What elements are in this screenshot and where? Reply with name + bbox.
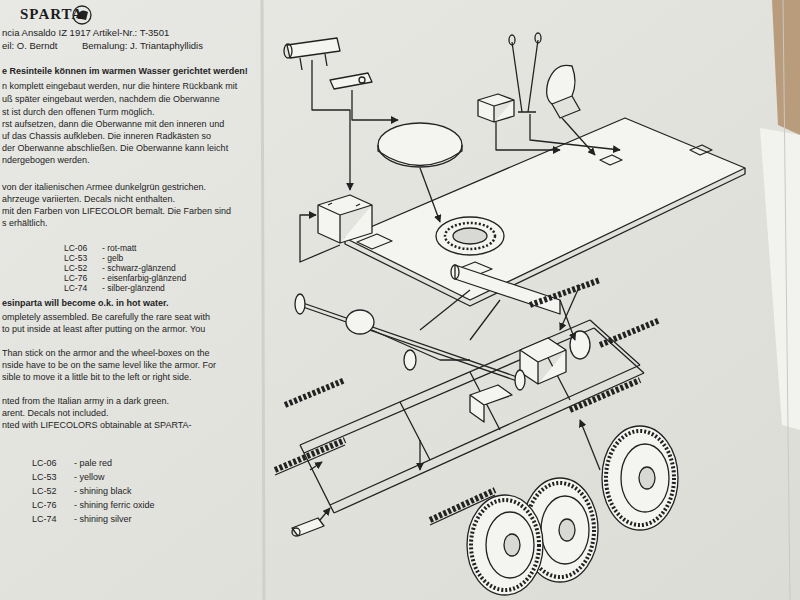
instruction-text: ndergebogen werden. <box>2 155 90 165</box>
instruction-text: der Oberwanne abschließen. Die Oberwanne… <box>2 143 228 153</box>
instruction-text: ompletely assembled. Be carefully the ra… <box>2 312 210 322</box>
color-code: LC-06 <box>64 244 87 254</box>
instruction-text: Than stick on the armor and the wheel-bo… <box>2 348 210 358</box>
instruction-text: arent. Decals not included. <box>2 408 109 418</box>
instruction-text: von der italienischen Armee dunkelgrün g… <box>2 182 206 192</box>
instruction-text: nted with LIFECOLORS obtainable at SPART… <box>2 420 192 430</box>
color-name: - shining black <box>74 486 132 496</box>
color-name: - yellow <box>74 472 105 482</box>
color-code: LC-52 <box>64 264 87 274</box>
instruction-text: uf das Chassis aufkleben. Die inneren Ra… <box>2 131 211 141</box>
instruction-text: s erhältlich. <box>2 218 48 228</box>
header-text: ncia Ansaldo IZ 1917 Artikel-Nr.: T-3501 <box>2 28 169 39</box>
instruction-text: mit den Farben von LIFECOLOR bemalt. Die… <box>2 206 231 216</box>
header-text: eil: O. Berndt <box>2 41 57 52</box>
color-code: LC-52 <box>32 486 57 496</box>
color-code: LC-53 <box>32 472 57 482</box>
color-code: LC-76 <box>64 274 87 284</box>
instruction-text: sible to move it a little bit to the lef… <box>2 372 192 382</box>
instruction-text: uß später eingebaut werden, nachdem die … <box>2 94 220 104</box>
instruction-text: ahrzeuge variierten. Decals nicht enthal… <box>2 194 175 204</box>
instruction-text: nside have to be on the same level like … <box>2 360 216 370</box>
color-code: LC-53 <box>64 254 87 264</box>
instruction-text: to put inside at least after putting on … <box>2 324 205 334</box>
instruction-text: st ist durch den offenen Turm möglich. <box>2 107 154 117</box>
color-code: LC-74 <box>64 284 87 294</box>
instruction-text: rst aufsetzen, dann die Oberwanne mit de… <box>2 119 224 129</box>
color-code: LC-76 <box>32 500 57 510</box>
color-name: - shining silver <box>74 514 132 524</box>
color-name: - shining ferric oxide <box>74 500 155 510</box>
color-name: - silber-glänzend <box>102 284 165 294</box>
brand-logo: SPARTA <box>20 6 83 23</box>
color-name: - eisenfarbig-glänzend <box>102 274 186 284</box>
color-name: - schwarz-glänzend <box>102 264 176 274</box>
instruction-text: nted from the Italian army in a dark gre… <box>2 396 169 406</box>
color-name: - pale red <box>74 458 112 468</box>
instruction-text: e Resinteile können im warmen Wasser ger… <box>2 66 248 76</box>
color-code: LC-06 <box>32 458 57 468</box>
instruction-text: n komplett eingebaut werden, nur die hin… <box>2 81 237 91</box>
color-name: - gelb <box>102 254 123 264</box>
color-name: - rot-matt <box>102 244 136 254</box>
color-code: LC-74 <box>32 514 57 524</box>
instruction-text: esinparta will become o.k. in hot water. <box>2 298 169 308</box>
header-text: Bemalung: J. Triantaphyllidis <box>82 41 203 52</box>
